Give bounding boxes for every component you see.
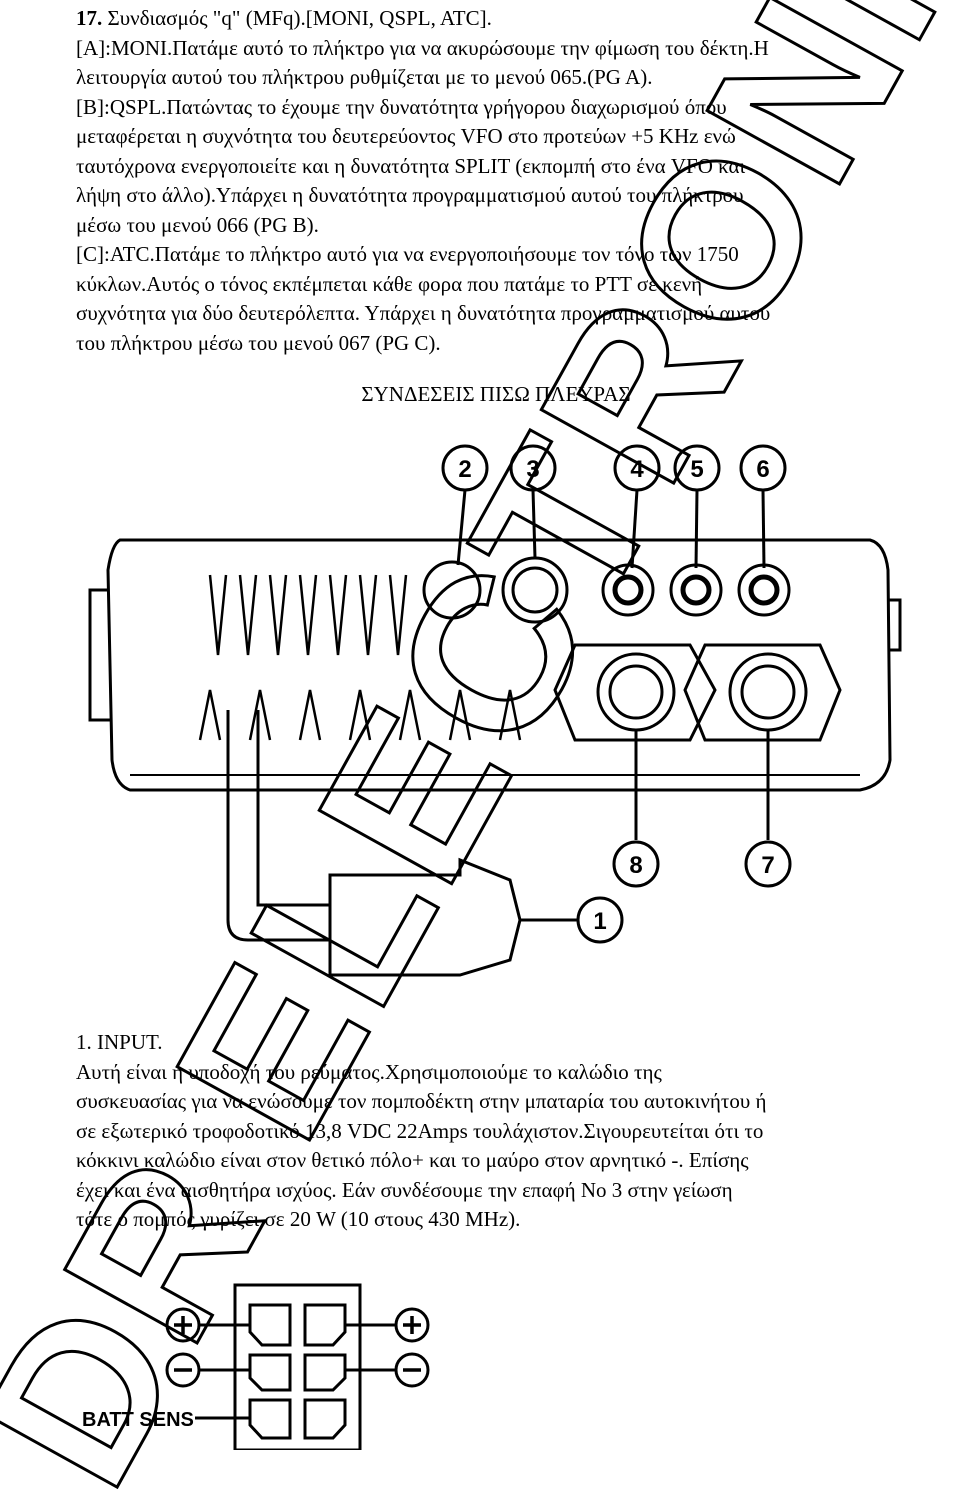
input-line: Αυτή είναι η υποδοχή του ρεύματος.Χρησιμ… xyxy=(76,1059,662,1084)
pin-cavity xyxy=(303,1398,347,1440)
input-line: έχει και ένα αισθητήρα ισχύος. Εάν συνδέ… xyxy=(76,1177,733,1202)
pin-cavity xyxy=(248,1303,292,1347)
callout-label: 6 xyxy=(756,456,769,483)
callout-7 xyxy=(744,840,792,888)
callout-8 xyxy=(612,840,660,888)
batt-sens-label: BATT SENS xyxy=(82,1409,194,1431)
section-title: 17. Συνδιασμός "q" (MFq).[MONI, QSPL, AT… xyxy=(76,4,936,34)
power-plug xyxy=(328,857,522,977)
input-line: τότε ο πομπός γυρίζει σε 20 W (10 στους … xyxy=(76,1207,521,1231)
intro-text-block: 17. Συνδιασμός "q" (MFq).[MONI, QSPL, AT… xyxy=(76,4,936,358)
pin-cavity xyxy=(248,1353,292,1392)
callout-2 xyxy=(441,444,489,492)
rear-panel-heading: ΣΥΝΔΕΣΕΙΣ ΠΙΣΩ ΠΛΕΥΡΑΣ xyxy=(361,382,631,406)
intro-line: [B]:QSPL.Πατώντας το έχουμε την δυνατότη… xyxy=(76,94,727,119)
intro-line: ταυτόχρονα ενεργοποιείτε και η δυνατότητ… xyxy=(76,153,746,178)
rear-panel-diagram: 2 3 4 5 6 8 7 1 xyxy=(88,444,902,977)
input-line: συσκευασίας για να ενώσουμε τον πομποδέκ… xyxy=(76,1089,767,1113)
connector-pinout-diagram: BATT SENS xyxy=(82,1283,430,1450)
callout-label: 1 xyxy=(593,908,606,935)
antenna-socket-7 xyxy=(683,643,842,742)
pin-cavity xyxy=(248,1398,292,1440)
callout-label: 4 xyxy=(630,456,644,483)
callout-1 xyxy=(576,896,624,944)
section-number: 17. xyxy=(76,6,103,30)
input-text-block: 1. INPUT. Αυτή είναι η υποδοχή του ρεύμα… xyxy=(76,1028,936,1235)
input-line: 1. INPUT. xyxy=(76,1030,163,1054)
intro-line: μέσω του μενού 066 (PG B). xyxy=(76,212,319,237)
intro-line: μεταφέρεται η συχνότητα του δευτερεύοντο… xyxy=(76,124,736,148)
jack-2 xyxy=(422,560,482,620)
antenna-socket-8 xyxy=(553,643,717,742)
callout-4 xyxy=(613,444,661,492)
callout-5 xyxy=(673,444,721,492)
intro-line: [C]:ATC.Πατάμε το πλήκτρο αυτό για να εν… xyxy=(76,242,739,266)
intro-line: [A]:MONI.Πατάμε αυτό το πλήκτρο για να α… xyxy=(76,35,769,60)
intro-line: κύκλων.Αυτός ο τόνος εκπέμπεται κάθε φορ… xyxy=(76,271,703,296)
power-cable xyxy=(226,710,330,942)
jack-6 xyxy=(737,563,791,617)
pin-cavity xyxy=(303,1303,347,1347)
callout-3 xyxy=(509,444,557,492)
callout-label: 3 xyxy=(526,456,539,483)
intro-line: συχνότητα για δύο δευτερόλεπτα. Υπάρχει … xyxy=(76,301,771,325)
callout-label: 7 xyxy=(761,852,774,879)
connector-housing xyxy=(233,1283,362,1450)
callout-label: 8 xyxy=(629,852,642,879)
callout-label: 5 xyxy=(690,456,703,483)
intro-line: λειτουργία αυτού του πλήκτρου ρυθμίζεται… xyxy=(76,65,653,89)
callout-label: 2 xyxy=(458,456,471,483)
intro-line: του πλήκτρου μέσω του μενού 067 (PG C). xyxy=(76,330,441,355)
radio-chassis xyxy=(106,538,892,792)
jack-4 xyxy=(601,563,655,617)
callout-6 xyxy=(739,444,787,492)
input-line: κόκκινι καλώδιο είναι στον θετικό πόλο+ … xyxy=(76,1148,749,1172)
intro-line: λήψη στο άλλο).Υπάρχει η δυνατότητα προγ… xyxy=(76,183,744,207)
pin-cavity xyxy=(303,1353,347,1392)
section-title-text: Συνδιασμός "q" (MFq).[MONI, QSPL, ATC]. xyxy=(102,6,492,30)
input-line: σε εξωτερικό τροφοδοτικό 13,8 VDC 22Amps… xyxy=(76,1118,764,1143)
jack-5 xyxy=(669,563,723,617)
